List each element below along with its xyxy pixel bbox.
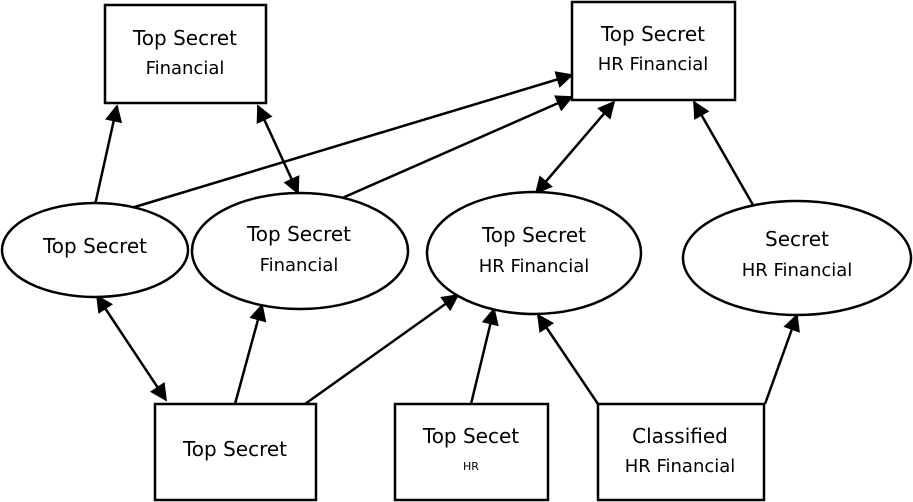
edge-ts-to-tshrfin-box [127, 71, 574, 211]
edge-shrfin-to-tshrfin-box [692, 100, 755, 206]
edge-clhrfin-to-shrfin-ellipse [763, 313, 800, 405]
node-ts-fin-ellipse: Top Secret Financial [190, 191, 410, 311]
node-ellipse-shape [190, 191, 410, 311]
node-label-line2: Financial [260, 255, 339, 276]
edge-tshr-box-to-tshrfin-ellipse [469, 307, 499, 405]
node-label-line1: Secret [765, 227, 829, 251]
node-ellipse-shape [681, 199, 913, 317]
edge-ts-box-to-tsfin-ellipse [233, 303, 267, 405]
node-label-line1: Top Secet [422, 424, 519, 448]
node-box-shape [596, 402, 766, 502]
node-label-line1: Top Secret [600, 22, 705, 46]
node-label-line2: HR Financial [598, 54, 709, 75]
node-label-line1: Top Secret [481, 223, 586, 247]
node-box-shape [570, 0, 737, 102]
node-label-line2: HR Financial [742, 260, 853, 281]
node-label-line2: HR Financial [625, 456, 736, 477]
node-label-line1: Top Secret [132, 26, 237, 50]
node-ellipse-shape [425, 190, 643, 316]
edges [93, 71, 800, 406]
edge-tshrfin-ellipse-tshrfin-box [534, 100, 616, 195]
node-box-shape [103, 3, 268, 105]
edge-ts-box-ts-ellipse [95, 294, 168, 402]
node-label-line1: Classified [632, 424, 728, 448]
node-s-hrfin-ellipse: Secret HR Financial [681, 199, 913, 317]
node-ts-hrfin-box: Top Secret HR Financial [570, 0, 737, 102]
node-cl-hrfin-box: Classified HR Financial [596, 402, 766, 502]
node-ts-hrfin-ellipse: Top Secret HR Financial [425, 190, 643, 316]
edge-tsfin-box-tsfin-ellipse [256, 104, 300, 195]
edge-ts-box-to-tshrfin-ellipse [304, 293, 460, 406]
node-label-line2: HR Financial [479, 256, 590, 277]
node-box-shape [393, 402, 550, 502]
node-label-line1: Top Secret [42, 234, 147, 258]
node-ellipse-shape [0, 201, 190, 299]
node-ts-fin-box: Top Secret Financial [103, 3, 268, 105]
node-label-line1: Top Secret [246, 222, 351, 246]
node-ts-hr-box: Top Secet HR [393, 402, 550, 502]
node-label-line2: HR [463, 460, 479, 473]
node-label-line1: Top Secret [182, 437, 287, 461]
node-label-line2: Financial [146, 58, 225, 79]
node-ts-ellipse: Top Secret [0, 201, 190, 299]
edge-clhrfin-to-tshrfin-ellipse [536, 313, 600, 405]
edge-ts-to-tsfin-box [93, 104, 123, 206]
node-box-shape [153, 402, 318, 502]
edge-tsfin-ellipse-to-tshrfin-box [339, 95, 574, 201]
node-ts-box: Top Secret [153, 402, 318, 502]
